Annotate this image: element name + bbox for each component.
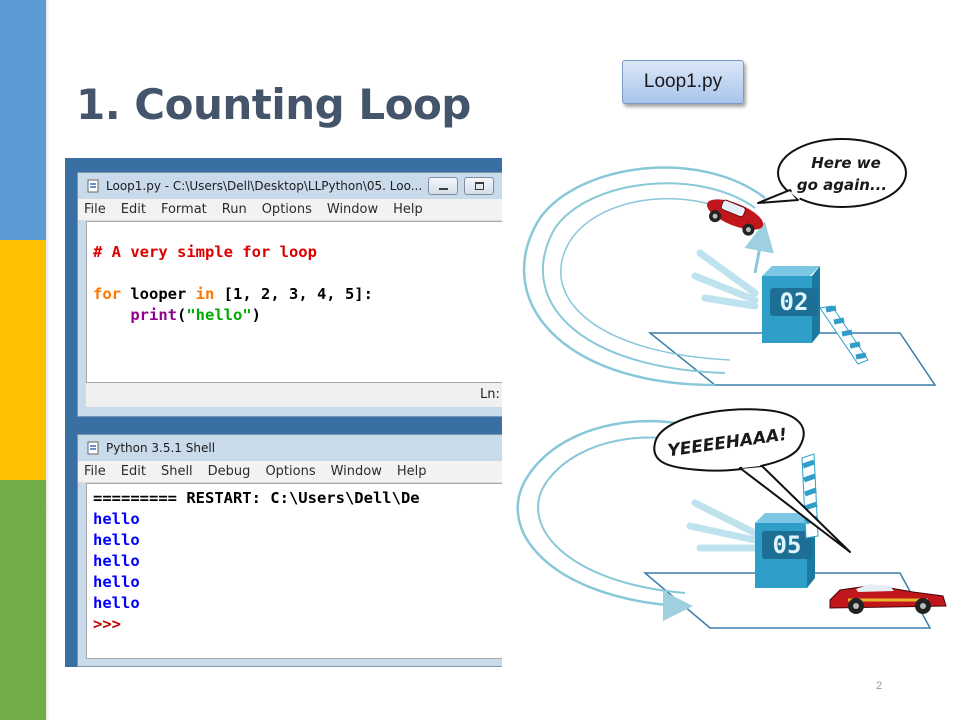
shell-titlebar: Python 3.5.1 Shell — [78, 435, 502, 461]
accent-stripe-blue — [0, 0, 46, 240]
shell-output-area[interactable]: ========= RESTART: C:\Users\Dell\De hello… — [86, 483, 502, 659]
shell-prompt: >>> — [93, 615, 121, 633]
editor-statusbar: Ln: — [86, 383, 502, 407]
bottom-speed-lines — [686, 499, 759, 552]
python-shell-icon — [86, 441, 100, 455]
code-line-for: for looper in [1, 2, 3, 4, 5]: — [93, 284, 499, 305]
python-file-icon — [86, 179, 100, 193]
menu-options[interactable]: Options — [261, 202, 312, 217]
code-comment: # A very simple for loop — [93, 243, 317, 261]
counter-bottom-digits: 05 — [773, 531, 802, 559]
shell-menu-debug[interactable]: Debug — [207, 464, 251, 479]
shell-menu-file[interactable]: File — [84, 464, 106, 479]
output-line: hello — [93, 510, 140, 528]
builtin-print: print — [130, 306, 177, 324]
paren-close: ) — [251, 306, 262, 324]
keyword-in: in — [195, 285, 215, 303]
idle-screenshots: Loop1.py - C:\Users\Dell\Desktop\LLPytho… — [65, 158, 502, 667]
output-line: hello — [93, 573, 140, 591]
top-arrow — [744, 221, 774, 274]
shell-title-text: Python 3.5.1 Shell — [106, 441, 216, 455]
shell-menu-window[interactable]: Window — [330, 464, 382, 479]
bubble-top-line2: go again... — [797, 176, 887, 194]
top-gate-barrier — [819, 305, 869, 365]
shell-menu-shell[interactable]: Shell — [160, 464, 193, 479]
output-line: hello — [93, 531, 140, 549]
editor-menubar: File Edit Format Run Options Window Help — [78, 199, 502, 221]
bottom-red-car — [829, 584, 947, 614]
shell-menu-edit[interactable]: Edit — [120, 464, 146, 479]
bottom-track-outer — [516, 419, 716, 608]
menu-edit[interactable]: Edit — [120, 202, 146, 217]
menu-run[interactable]: Run — [221, 202, 247, 217]
accent-stripe-green — [0, 480, 46, 720]
bottom-speech-bubble: YEEEEHAAA! — [653, 408, 851, 553]
top-track-outer — [522, 166, 766, 387]
editor-code-area[interactable]: # A very simple for loop for looper in [… — [86, 221, 502, 383]
shell-menu-options[interactable]: Options — [265, 464, 316, 479]
file-tag-label: Loop1.py — [622, 60, 744, 104]
output-line: hello — [93, 552, 140, 570]
shell-menu-help[interactable]: Help — [396, 464, 427, 479]
keyword-for: for — [93, 285, 121, 303]
top-track-mid — [542, 182, 756, 374]
loop-variable: looper — [121, 285, 196, 303]
accent-stripe-yellow — [0, 240, 46, 480]
editor-title-text: Loop1.py - C:\Users\Dell\Desktop\LLPytho… — [106, 179, 423, 193]
loop-track-illustration: 02 Here we go again... — [516, 138, 947, 629]
top-speech-bubble: Here we go again... — [757, 138, 907, 208]
paren-open: ( — [177, 306, 187, 324]
top-red-car — [706, 199, 764, 236]
output-line: hello — [93, 594, 140, 612]
bottom-track-mid — [537, 436, 706, 594]
stripe-shadow — [46, 0, 50, 720]
shell-window: Python 3.5.1 Shell File Edit Shell Debug… — [77, 434, 502, 667]
top-track-inner — [560, 197, 746, 361]
minimize-icon — [438, 187, 448, 190]
slide-title: 1. Counting Loop — [76, 80, 471, 129]
restart-line: ========= RESTART: C:\Users\Dell\De — [93, 489, 420, 507]
code-line-blank — [93, 263, 499, 284]
top-speed-lines — [691, 249, 759, 310]
counter-top-digits: 02 — [780, 288, 809, 316]
editor-window: Loop1.py - C:\Users\Dell\Desktop\LLPytho… — [77, 172, 502, 417]
shell-menubar: File Edit Shell Debug Options Window Hel… — [78, 461, 502, 483]
bottom-scene: 05 YEEEEHAAA! — [516, 408, 947, 629]
bottom-counter-booth: 05 — [755, 513, 815, 588]
page-number: 2 — [876, 680, 883, 692]
top-scene: 02 Here we go again... — [522, 138, 937, 387]
code-indent — [93, 306, 130, 324]
minimize-button[interactable] — [428, 177, 459, 195]
menu-window[interactable]: Window — [326, 202, 379, 217]
maximize-button[interactable] — [464, 177, 495, 195]
maximize-icon — [474, 182, 484, 190]
menu-file[interactable]: File — [84, 202, 106, 217]
menu-help[interactable]: Help — [393, 202, 423, 217]
code-line-comment: # A very simple for loop — [93, 242, 499, 263]
top-counter-booth: 02 — [762, 266, 820, 343]
line-number-label: Ln: — [480, 387, 500, 402]
editor-titlebar: Loop1.py - C:\Users\Dell\Desktop\LLPytho… — [78, 173, 502, 199]
code-line-print: print("hello") — [93, 305, 499, 326]
string-literal: "hello" — [186, 306, 252, 324]
bubble-top-line1: Here we — [811, 154, 881, 172]
menu-format[interactable]: Format — [160, 202, 207, 217]
loop-list: [1, 2, 3, 4, 5]: — [214, 285, 373, 303]
